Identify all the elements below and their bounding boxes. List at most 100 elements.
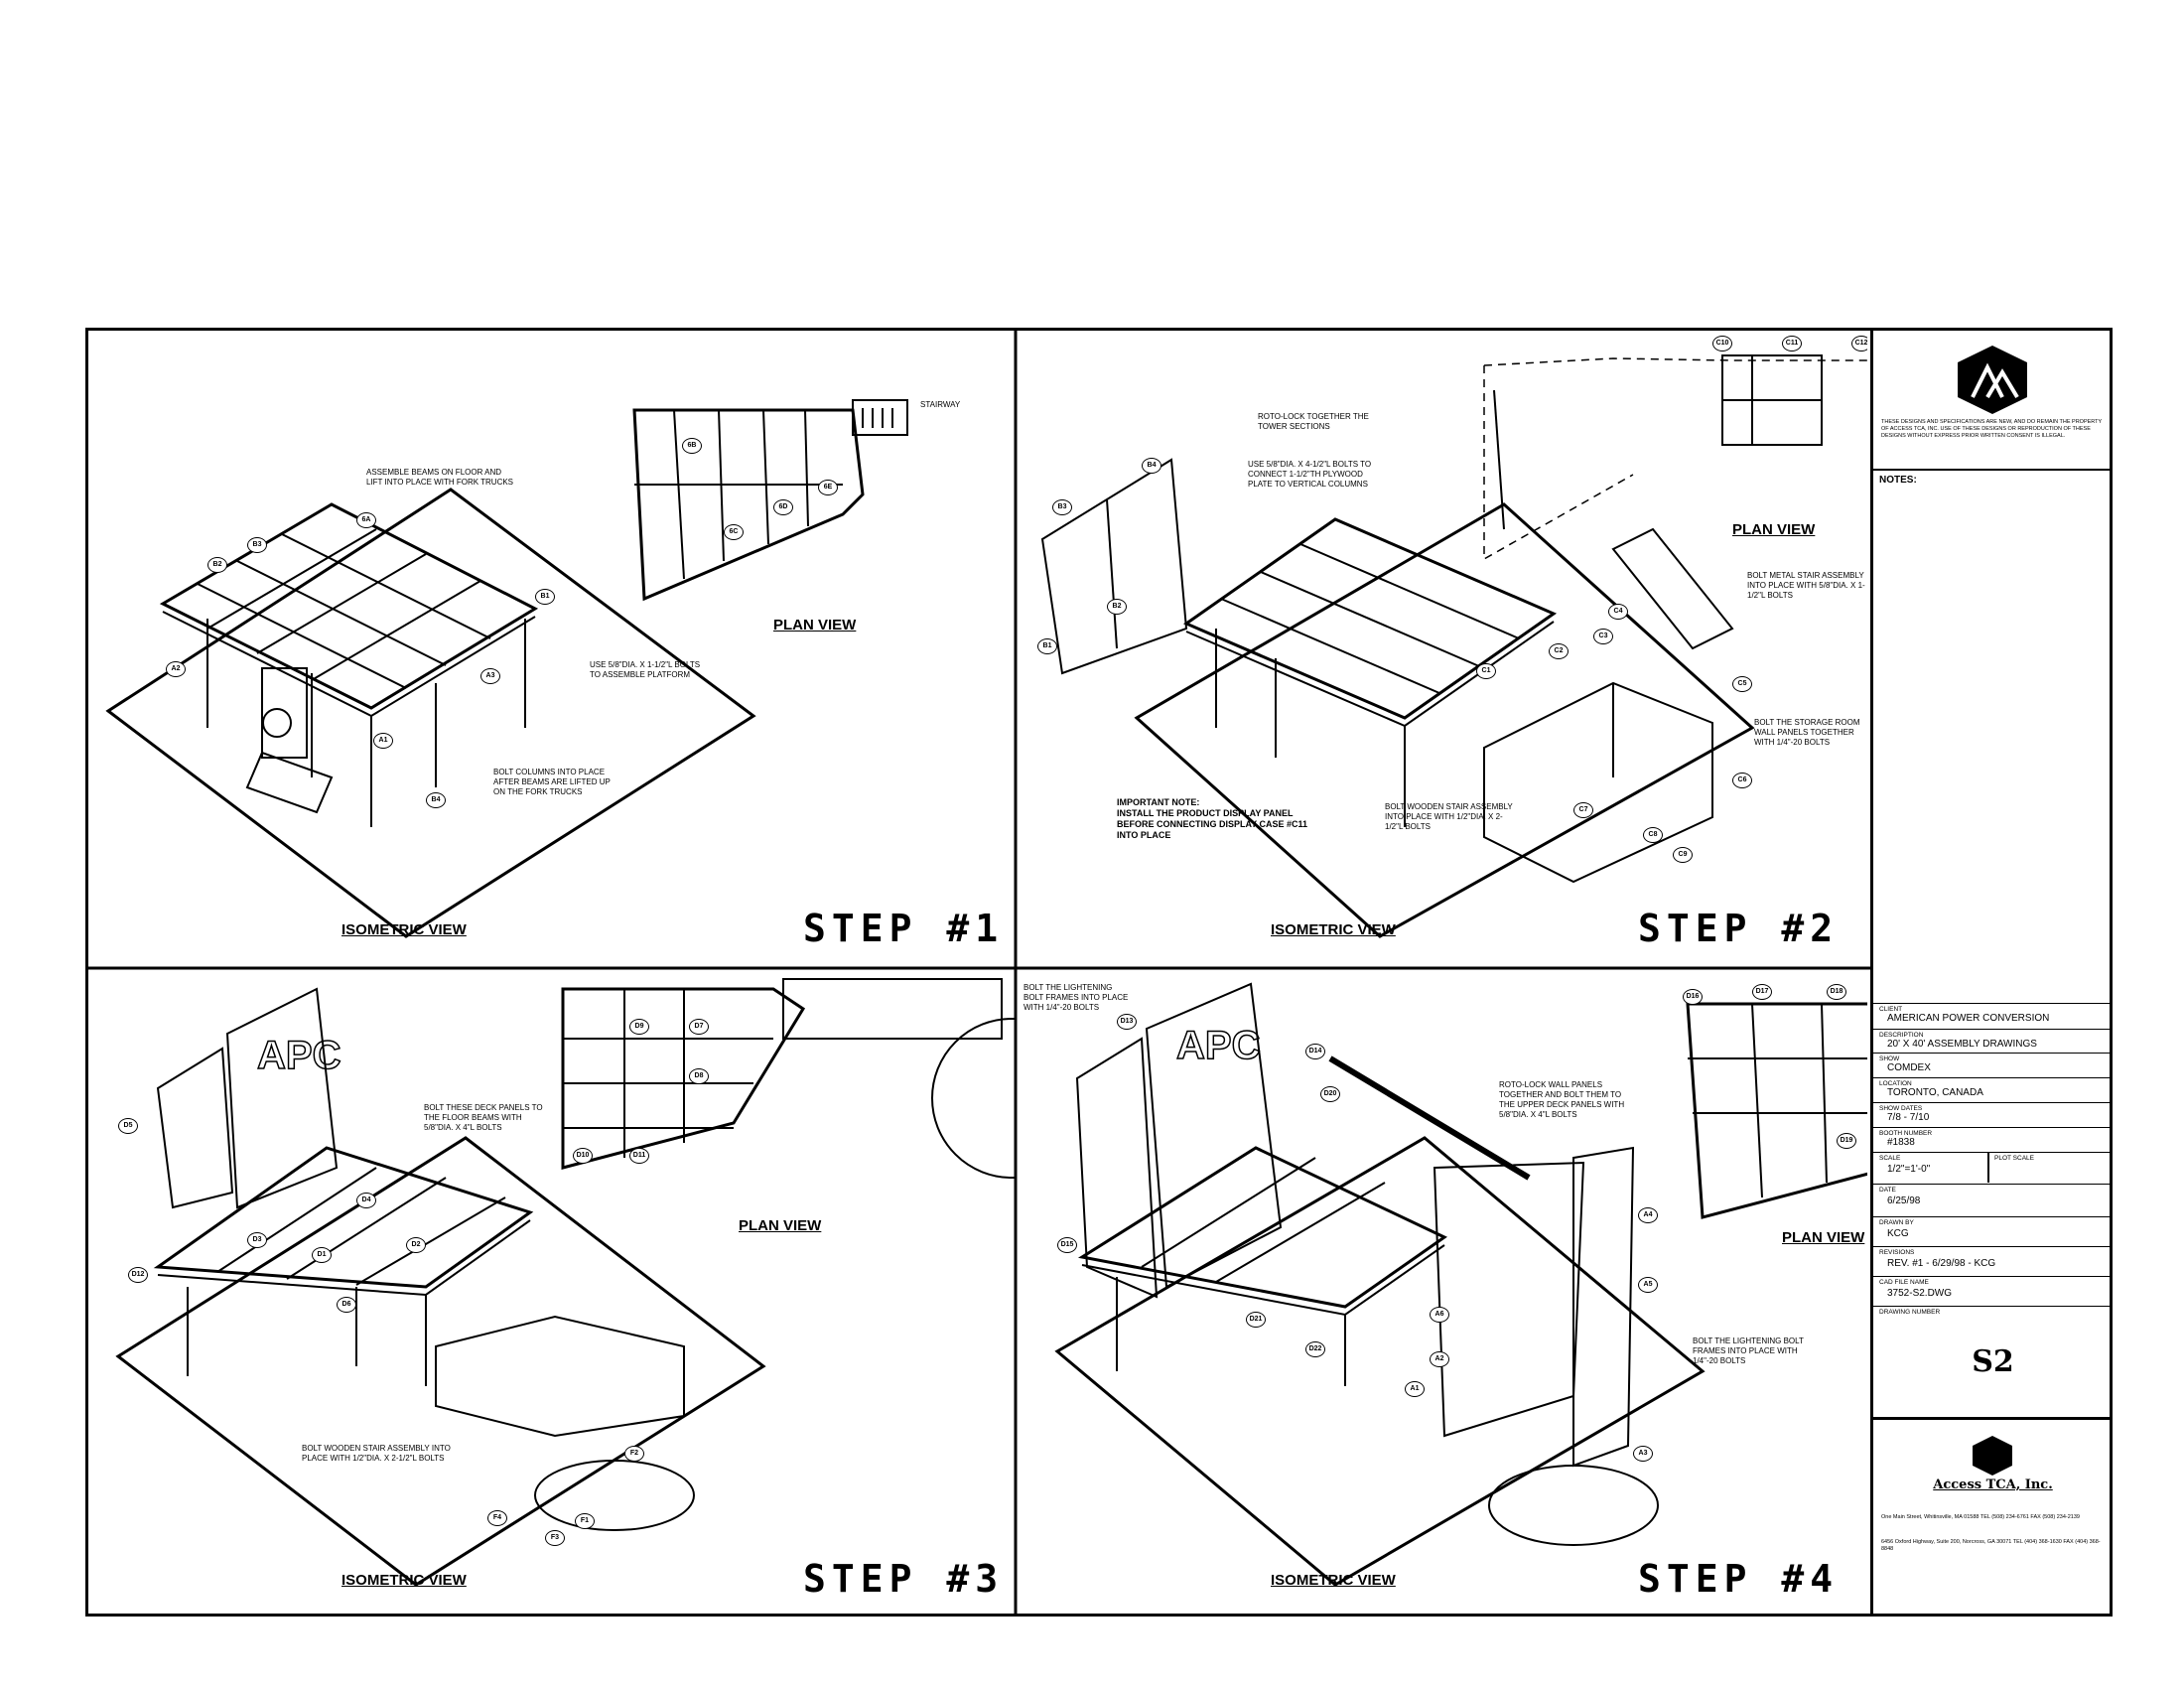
step-4-iso-label: ISOMETRIC VIEW — [1271, 1572, 1396, 1589]
callout: C1 — [1476, 663, 1496, 679]
callout: D12 — [128, 1267, 148, 1283]
step-2-important-text: INSTALL THE PRODUCT DISPLAY PANEL BEFORE… — [1117, 808, 1308, 840]
callout: 6A — [356, 512, 376, 528]
tb-show-dates-label: SHOW DATES — [1879, 1105, 1923, 1112]
step-1-label: STEP #1 — [803, 907, 1005, 950]
tb-booth: BOOTH NUMBER #1838 — [1873, 1127, 2113, 1149]
callout: A3 — [1633, 1446, 1653, 1462]
callout: 6E — [818, 480, 838, 495]
callout: F1 — [575, 1513, 595, 1529]
tb-location-value: TORONTO, CANADA — [1887, 1087, 1983, 1098]
tb-date-label: DATE — [1879, 1187, 1896, 1194]
callout: C2 — [1549, 643, 1569, 659]
callout: D7 — [689, 1019, 709, 1035]
callout: C7 — [1573, 802, 1593, 818]
callout: 6D — [773, 499, 793, 515]
callout: D1 — [312, 1247, 332, 1263]
callout: C5 — [1732, 676, 1752, 692]
step-4-note-3: BOLT THE LIGHTENING BOLT FRAMES INTO PLA… — [1693, 1336, 1804, 1365]
callout: D15 — [1057, 1237, 1077, 1253]
callout: D19 — [1837, 1133, 1856, 1149]
callout: D10 — [573, 1148, 593, 1164]
step-4-plan-label: PLAN VIEW — [1782, 1229, 1865, 1246]
step-2-label: STEP #2 — [1638, 907, 1840, 950]
tb-booth-value: #1838 — [1887, 1137, 1915, 1148]
step-2-note-2: USE 5/8"DIA. X 4-1/2"L BOLTS TO CONNECT … — [1248, 460, 1372, 489]
callout: A2 — [1430, 1351, 1449, 1367]
callout: B1 — [535, 589, 555, 605]
step-3-iso-label: ISOMETRIC VIEW — [341, 1572, 467, 1589]
step-2-plan-label: PLAN VIEW — [1732, 521, 1816, 538]
tb-scale-divider — [1987, 1153, 1989, 1183]
step-1-note-3: BOLT COLUMNS INTO PLACE AFTER BEAMS ARE … — [493, 768, 611, 796]
step-3-note-1: BOLT THESE DECK PANELS TO THE FLOOR BEAM… — [424, 1103, 543, 1132]
callout: D5 — [118, 1118, 138, 1134]
drawing-sheet — [85, 328, 2113, 1617]
tb-revisions-value: REV. #1 - 6/29/98 - KCG — [1887, 1258, 1996, 1269]
callout: C11 — [1782, 336, 1802, 352]
step-3-plan-label: PLAN VIEW — [739, 1217, 822, 1234]
tb-location-label: LOCATION — [1879, 1080, 1912, 1087]
tb-date-value: 6/25/98 — [1887, 1196, 1921, 1206]
company-address-2: 6456 Oxford Highway, Suite 200, Norcross… — [1881, 1539, 2101, 1552]
callout: B3 — [1052, 499, 1072, 515]
tb-scale: SCALE 1/2"=1'-0" PLOT SCALE — [1873, 1152, 2113, 1183]
tb-drawn-by-label: DRAWN BY — [1879, 1219, 1914, 1226]
tb-drawn-by-value: KCG — [1887, 1228, 1909, 1239]
company-name: Access TCA, Inc. — [1933, 1477, 2053, 1492]
step-2-note-5: BOLT WOODEN STAIR ASSEMBLY INTO PLACE WI… — [1385, 802, 1513, 831]
callout: D6 — [337, 1297, 356, 1313]
tb-booth-label: BOOTH NUMBER — [1879, 1130, 1933, 1137]
tb-location: LOCATION TORONTO, CANADA — [1873, 1077, 2113, 1099]
step-2-note-1: ROTO-LOCK TOGETHER THE TOWER SECTIONS — [1258, 412, 1369, 431]
callout: C4 — [1608, 604, 1628, 620]
step-3-apc-logo: APC — [257, 1034, 341, 1077]
callout: C3 — [1593, 629, 1613, 644]
tb-client-value: AMERICAN POWER CONVERSION — [1887, 1013, 2050, 1024]
step-4-label: STEP #4 — [1638, 1557, 1840, 1601]
callout: B2 — [207, 557, 227, 573]
tb-client: CLIENT AMERICAN POWER CONVERSION — [1873, 1003, 2113, 1025]
step-4-note-1: BOLT THE LIGHTENING BOLT FRAMES INTO PLA… — [1024, 983, 1129, 1012]
title-block-notes-label: NOTES: — [1879, 475, 1917, 486]
callout: D16 — [1683, 989, 1703, 1005]
callout: C8 — [1643, 827, 1663, 843]
step-4-note-2: ROTO-LOCK WALL PANELS TOGETHER AND BOLT … — [1499, 1080, 1625, 1119]
callout: C12 — [1851, 336, 1867, 352]
callout: D8 — [689, 1068, 709, 1084]
tb-cad-file-value: 3752-S2.DWG — [1887, 1288, 1953, 1299]
callout: D21 — [1246, 1312, 1266, 1328]
callout: 6B — [682, 438, 702, 454]
callout: 6C — [724, 524, 744, 540]
tb-description: DESCRIPTION 20' X 40' ASSEMBLY DRAWINGS — [1873, 1029, 2113, 1051]
callout: B4 — [426, 792, 446, 808]
tb-show-dates-value: 7/8 - 7/10 — [1887, 1112, 1930, 1123]
callout: D14 — [1305, 1044, 1325, 1059]
tb-description-label: DESCRIPTION — [1879, 1032, 1924, 1039]
tb-scale-value: 1/2"=1'-0" — [1887, 1164, 1931, 1175]
callout: A3 — [480, 668, 500, 684]
callout: D2 — [406, 1237, 426, 1253]
step-3-note-2: BOLT WOODEN STAIR ASSEMBLY INTO PLACE WI… — [302, 1444, 451, 1463]
step-1-plan-stairway: STAIRWAY — [920, 400, 961, 409]
tb-client-label: CLIENT — [1879, 1006, 1903, 1013]
title-block: THESE DESIGNS AND SPECIFICATIONS ARE NEW… — [1870, 328, 2113, 1617]
step-2-panel: ROTO-LOCK TOGETHER THE TOWER SECTIONS US… — [1018, 331, 1867, 966]
callout: C6 — [1732, 773, 1752, 788]
tb-cad-file-label: CAD FILE NAME — [1879, 1279, 1929, 1286]
company-address-1: One Main Street, Whitinsville, MA 01588 … — [1881, 1514, 2080, 1520]
step-4-drawing: APC — [1054, 982, 1867, 1587]
callout: D17 — [1752, 984, 1772, 1000]
title-block-logo-area: THESE DESIGNS AND SPECIFICATIONS ARE NEW… — [1873, 328, 2113, 471]
callout: C10 — [1712, 336, 1732, 352]
callout: B2 — [1107, 599, 1127, 615]
callout: A6 — [1430, 1307, 1449, 1323]
company-small-logo-icon — [1973, 1436, 2012, 1476]
tb-plot-scale-label: PLOT SCALE — [1994, 1155, 2034, 1162]
title-block-disclaimer: THESE DESIGNS AND SPECIFICATIONS ARE NEW… — [1881, 419, 2103, 439]
company-logo-icon — [1958, 346, 2027, 414]
tb-cad-file: CAD FILE NAME 3752-S2.DWG — [1873, 1276, 2113, 1304]
callout: D4 — [356, 1193, 376, 1208]
callout: D18 — [1827, 984, 1846, 1000]
